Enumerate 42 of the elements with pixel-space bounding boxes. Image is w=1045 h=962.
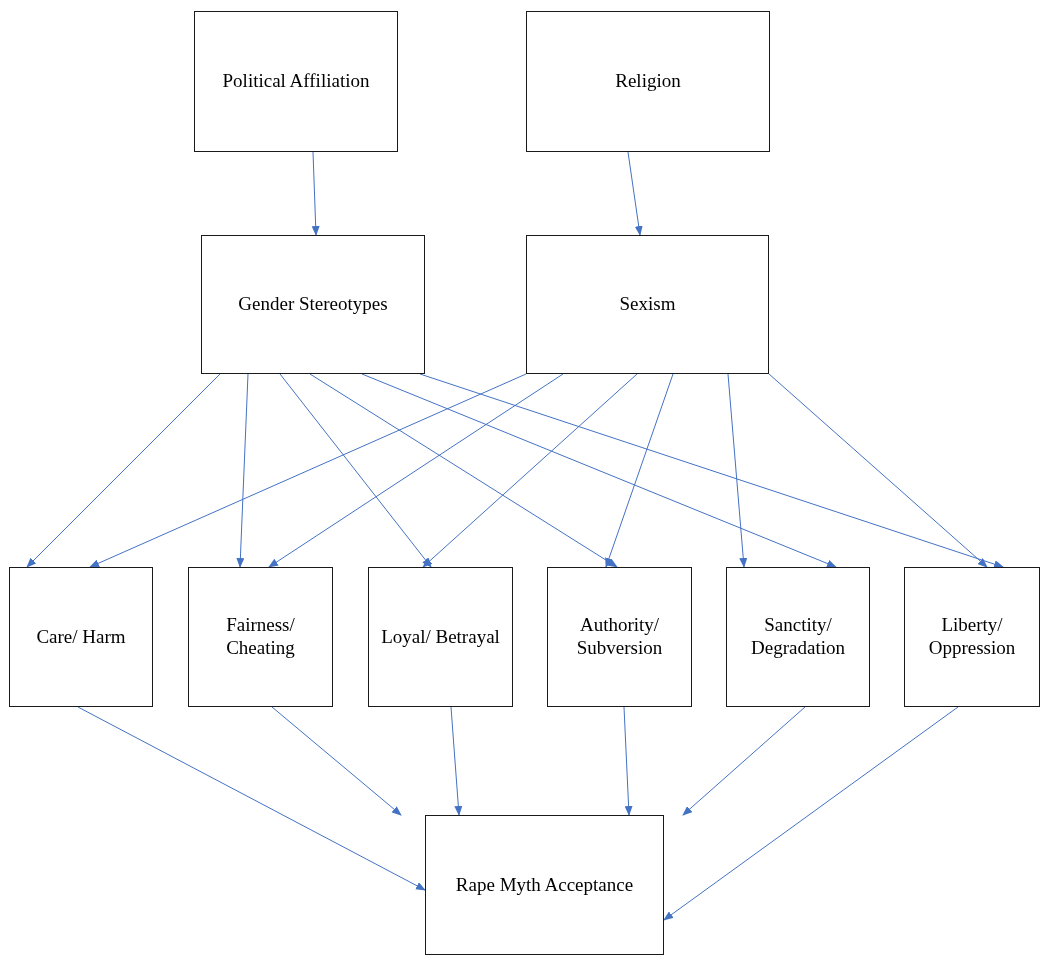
arrow — [268, 373, 564, 568]
arrow — [605, 373, 674, 568]
process-box — [9, 567, 153, 707]
process-box — [526, 235, 769, 374]
arrow — [422, 373, 638, 568]
arrow — [271, 706, 402, 816]
arrow — [236, 373, 249, 568]
arrow — [682, 706, 806, 816]
arrow — [663, 706, 959, 921]
process-box — [526, 11, 770, 152]
arrow — [419, 373, 1004, 568]
arrow — [77, 706, 426, 891]
box-label: Loyal/ Betrayal — [381, 625, 500, 649]
arrow — [768, 373, 988, 568]
box-label: Care/ Harm — [36, 625, 126, 649]
arrow — [450, 706, 463, 816]
box-label: Political Affiliation — [222, 70, 370, 93]
process-box — [188, 567, 333, 707]
process-box — [201, 235, 425, 374]
arrow — [627, 151, 643, 236]
arrow — [309, 373, 618, 568]
process-box — [425, 815, 664, 955]
arrow — [727, 373, 748, 568]
arrow — [89, 373, 527, 568]
box-label: Fairness/ Cheating — [225, 614, 296, 660]
arrow — [623, 706, 633, 816]
box-label: Sexism — [619, 293, 676, 316]
process-box — [368, 567, 513, 707]
box-label: Authority/ Subversion — [575, 614, 664, 660]
arrow — [26, 373, 221, 568]
process-box — [547, 567, 692, 707]
arrow — [361, 373, 837, 568]
box-label: Sanctity/ Degradation — [750, 614, 846, 660]
arrow — [311, 151, 320, 236]
box-label: Gender Stereotypes — [238, 293, 388, 316]
process-box — [194, 11, 398, 152]
process-box — [904, 567, 1040, 707]
box-label: Religion — [615, 70, 681, 93]
process-box — [726, 567, 870, 707]
box-label: Liberty/ Oppression — [927, 614, 1017, 660]
box-label: Rape Myth Acceptance — [455, 873, 634, 897]
arrow — [279, 373, 432, 568]
